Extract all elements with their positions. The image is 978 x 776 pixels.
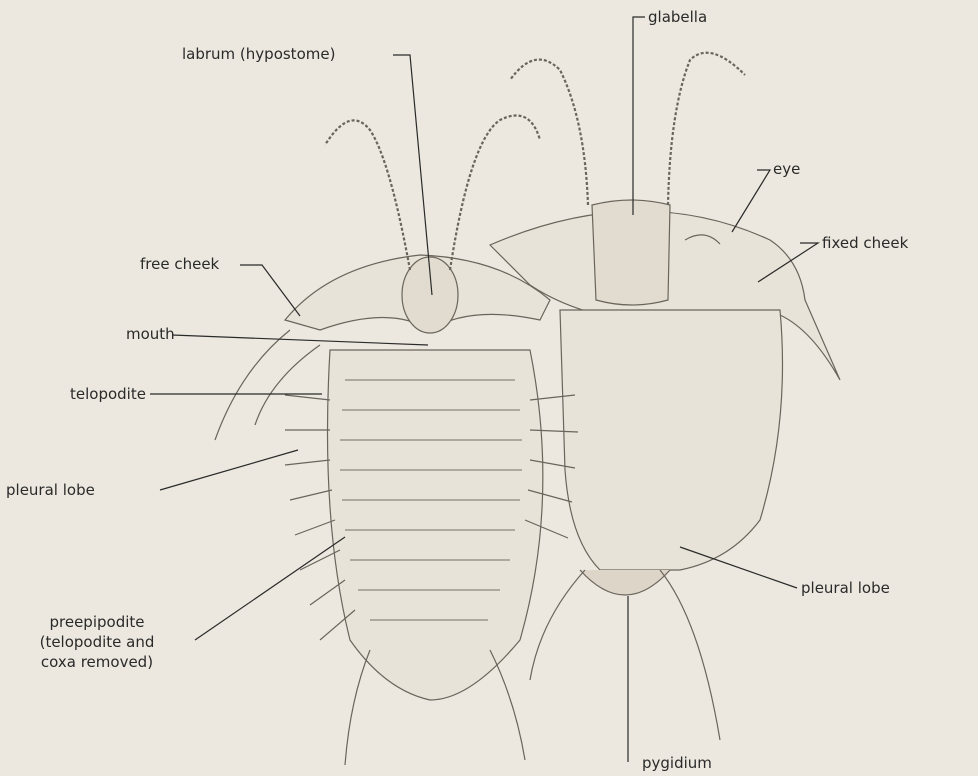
glabella-leader <box>633 17 645 215</box>
pygidial-spine-left <box>530 570 585 680</box>
label-mouth: mouth <box>126 325 175 343</box>
label-free-cheek: free cheek <box>140 255 219 273</box>
label-labrum: labrum (hypostome) <box>182 45 335 63</box>
left-antenna-left <box>325 120 410 270</box>
eye-leader <box>732 170 770 232</box>
genal-spine-left-2 <box>255 345 320 425</box>
body-ventral <box>328 350 543 700</box>
pygidial-spine-right <box>660 570 720 740</box>
dorsal-specimen <box>490 53 840 740</box>
label-eye: eye <box>773 160 800 178</box>
label-telopodite: telopodite <box>70 385 146 403</box>
mouth-leader <box>172 335 428 345</box>
label-preepipodite-line2: (telopodite and <box>22 632 172 652</box>
pleural-lobe-right-leader <box>680 547 797 588</box>
genal-spine-left <box>215 330 290 440</box>
free-cheek-leader <box>240 265 300 316</box>
tail-spine-left <box>345 650 370 765</box>
pleural-lobe-left-leader <box>160 450 298 490</box>
right-antenna-right <box>668 53 745 205</box>
label-glabella: glabella <box>648 8 707 26</box>
glabella-shape <box>592 200 670 305</box>
label-pleural-lobe-left: pleural lobe <box>6 481 95 499</box>
label-preepipodite-line1: preepipodite <box>22 612 172 632</box>
label-pygidium: pygidium <box>642 754 712 772</box>
pygidium-shape <box>580 570 670 595</box>
ventral-specimen <box>215 116 578 766</box>
label-fixed-cheek: fixed cheek <box>822 234 908 252</box>
thorax-dorsal <box>560 310 783 570</box>
preepipodite-leader <box>195 537 345 640</box>
label-preepipodite: preepipodite (telopodite and coxa remove… <box>22 612 172 672</box>
label-preepipodite-line3: coxa removed) <box>22 652 172 672</box>
label-pleural-lobe-right: pleural lobe <box>801 579 890 597</box>
right-antenna-left <box>510 60 588 205</box>
